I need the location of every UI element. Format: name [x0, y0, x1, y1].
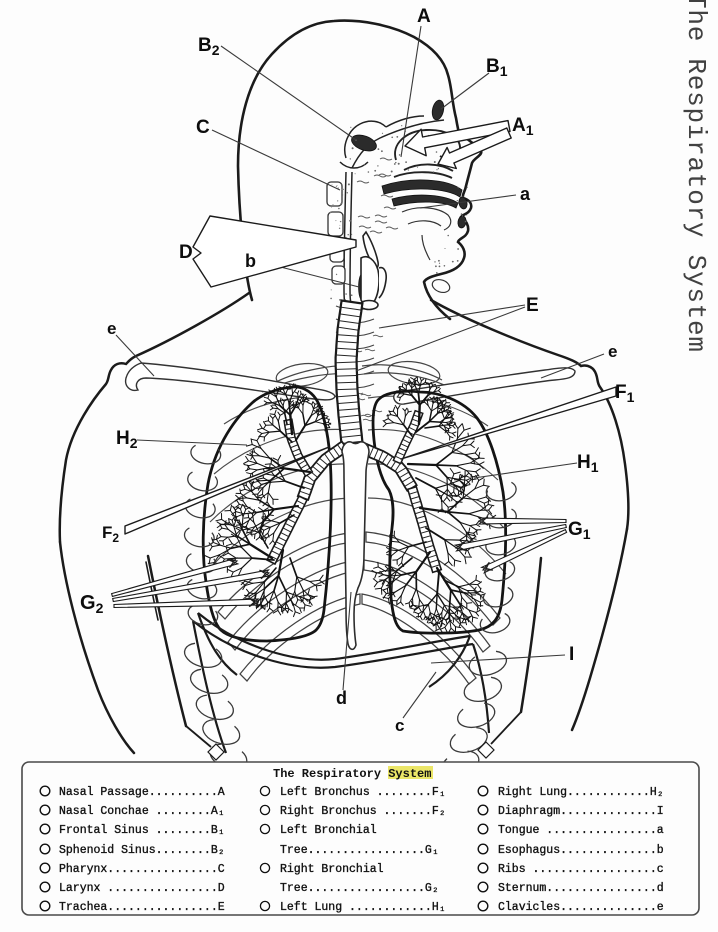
svg-text:F1: F1: [615, 382, 635, 405]
svg-text:The Respiratory System: The Respiratory System: [681, 0, 711, 353]
svg-text:Tongue ................a: Tongue ................a: [498, 824, 664, 837]
svg-text:a: a: [520, 184, 531, 204]
svg-text:Left Lung ............H₁: Left Lung ............H₁: [280, 901, 446, 914]
svg-text:Nasal Passage..........A: Nasal Passage..........A: [59, 786, 225, 799]
svg-text:Right Bronchial: Right Bronchial: [280, 863, 384, 876]
svg-text:Diaphragm..............I: Diaphragm..............I: [498, 805, 664, 818]
svg-text:The Respiratory System: The Respiratory System: [273, 767, 431, 781]
svg-text:Trachea................E: Trachea................E: [59, 901, 225, 914]
svg-text:F2: F2: [102, 523, 119, 545]
svg-text:c: c: [395, 716, 404, 735]
svg-text:A1: A1: [512, 115, 534, 138]
svg-text:Left Bronchial: Left Bronchial: [280, 824, 377, 837]
svg-text:Sphenoid Sinus........B₂: Sphenoid Sinus........B₂: [59, 844, 225, 857]
svg-text:Right Lung............H₂: Right Lung............H₂: [498, 786, 664, 799]
svg-text:Frontal Sinus ........B₁: Frontal Sinus ........B₁: [59, 824, 225, 837]
svg-text:H1: H1: [577, 452, 599, 475]
svg-text:Tree.................G₂: Tree.................G₂: [280, 882, 439, 895]
svg-text:E: E: [526, 295, 539, 316]
svg-text:e: e: [107, 319, 116, 338]
svg-text:Tree.................G₁: Tree.................G₁: [280, 844, 439, 857]
svg-text:Right Bronchus .......F₂: Right Bronchus .......F₂: [280, 805, 446, 818]
svg-text:A: A: [417, 6, 431, 27]
svg-text:Pharynx................C: Pharynx................C: [59, 863, 225, 876]
svg-text:d: d: [336, 688, 347, 708]
svg-text:G2: G2: [80, 592, 104, 616]
svg-text:Larynx ................D: Larynx ................D: [59, 882, 225, 895]
svg-text:G1: G1: [568, 519, 591, 542]
svg-text:Sternum................d: Sternum................d: [498, 882, 664, 895]
svg-text:D: D: [179, 242, 193, 263]
svg-text:e: e: [608, 342, 617, 361]
svg-text:I: I: [569, 644, 574, 665]
svg-text:H2: H2: [116, 428, 138, 451]
svg-text:C: C: [196, 117, 210, 138]
svg-text:Left Bronchus ........F₁: Left Bronchus ........F₁: [280, 786, 446, 799]
svg-text:Clavicles..............e: Clavicles..............e: [498, 901, 664, 914]
svg-text:B1: B1: [486, 56, 508, 79]
svg-text:Nasal Conchae ........A₁: Nasal Conchae ........A₁: [59, 805, 225, 818]
svg-text:B2: B2: [198, 35, 220, 58]
svg-text:Ribs ..................c: Ribs ..................c: [498, 863, 664, 876]
svg-text:Esophagus..............b: Esophagus..............b: [498, 844, 664, 857]
svg-text:b: b: [245, 251, 256, 271]
